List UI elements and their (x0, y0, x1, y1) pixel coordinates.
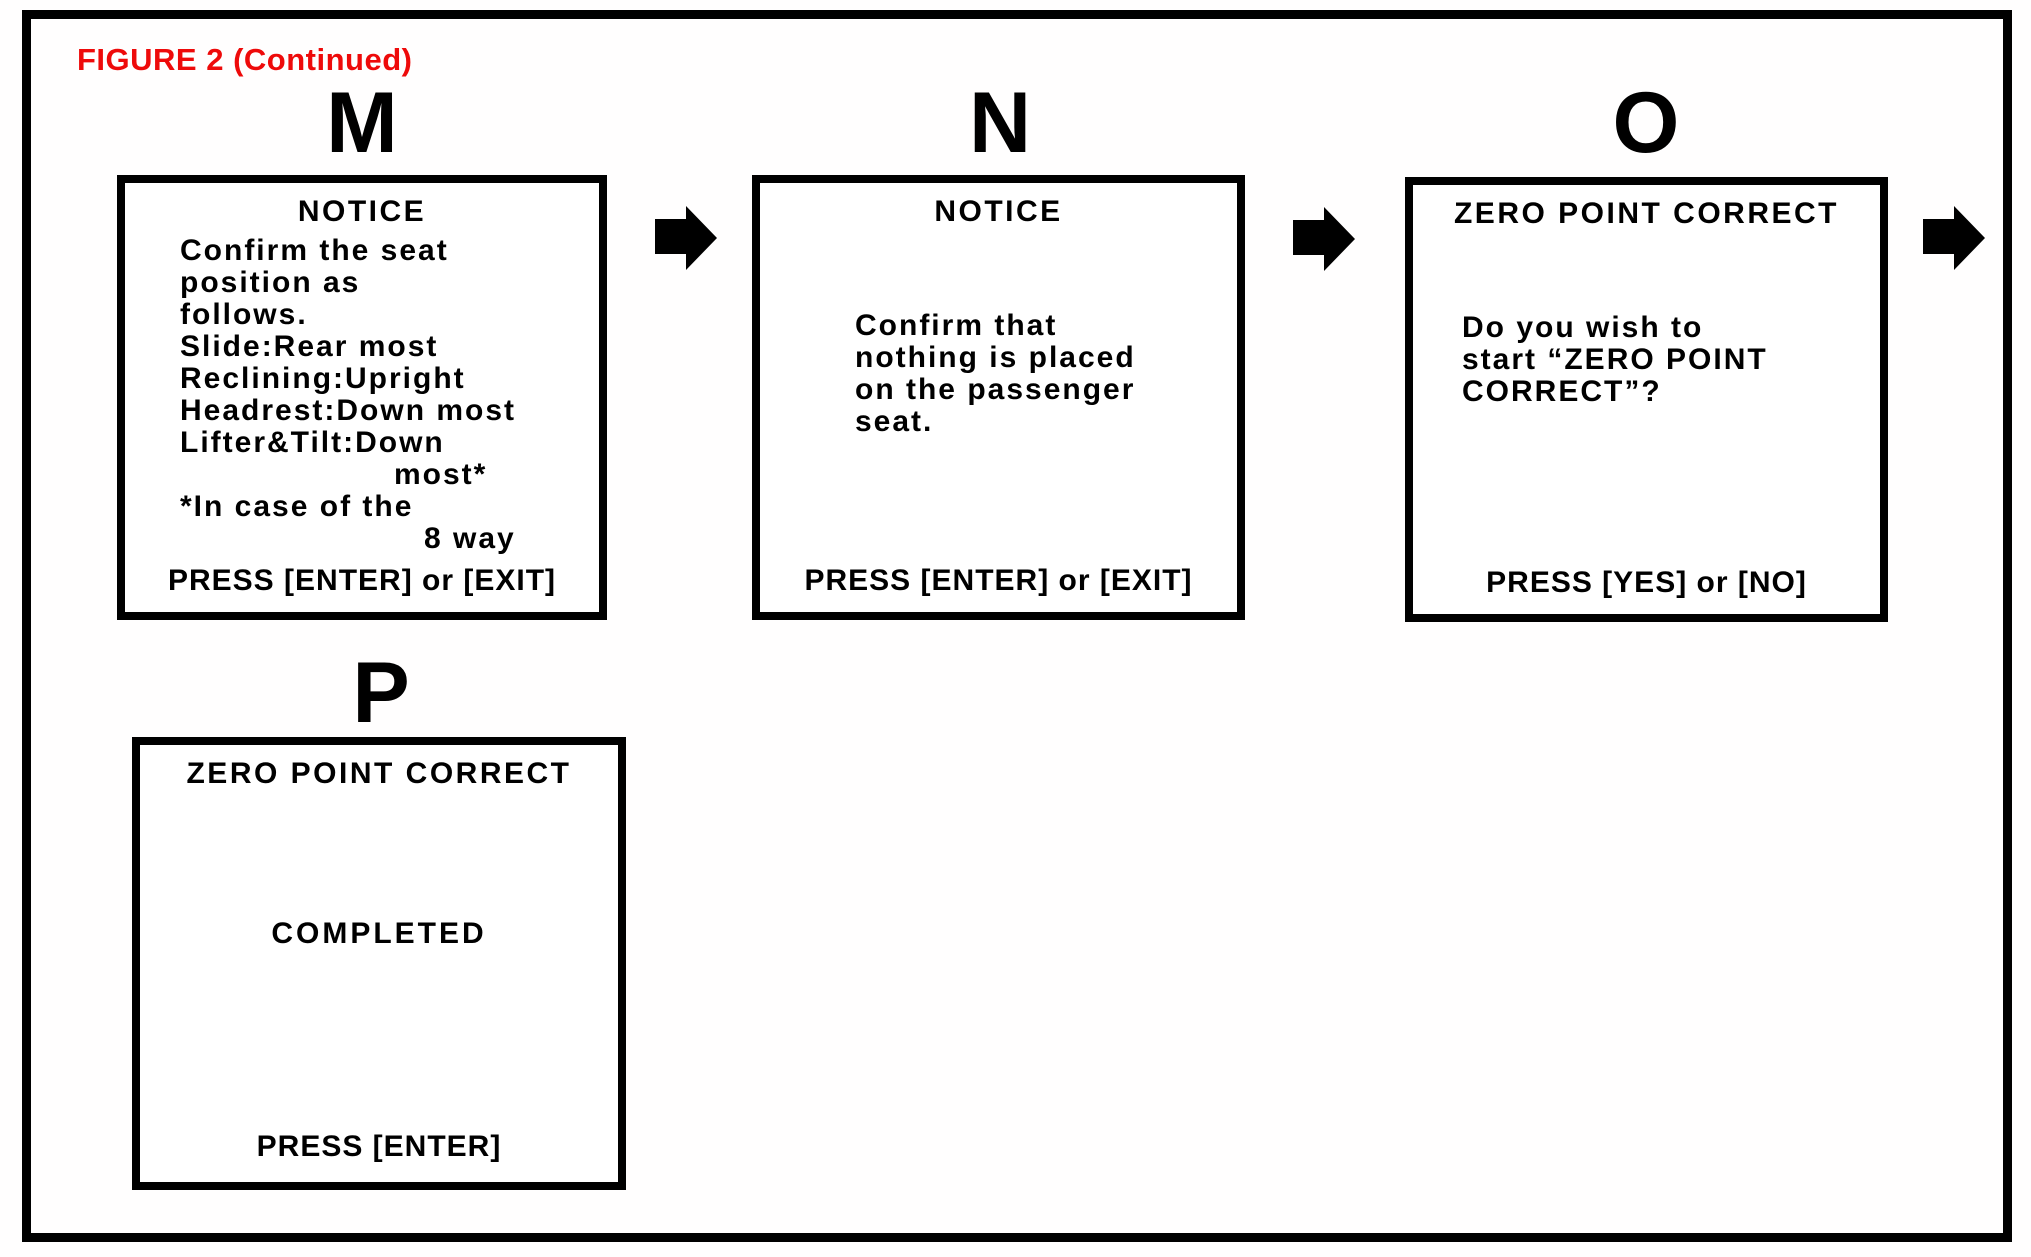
figure-title: FIGURE 2 (Continued) (77, 42, 413, 77)
screen-m-body-line: Slide:Rear most (180, 330, 439, 363)
screen-n-body-line: nothing is placed (855, 341, 1136, 374)
screen-m-body-line: follows. (180, 298, 308, 331)
step-label-p: P (352, 645, 410, 741)
step-label-n: N (968, 75, 1032, 171)
screen-m-body-line: Headrest:Down most (180, 394, 517, 427)
screen-p-status-text: COMPLETED (271, 917, 487, 950)
step-label-m: M (326, 75, 398, 171)
screen-n-body-line: on the passenger (855, 373, 1136, 406)
arrow-right-icon (1923, 203, 1985, 273)
screen-o-body-line: CORRECT”? (1462, 375, 1662, 408)
screen-m-body: Confirm the seat position as follows. Sl… (180, 235, 516, 555)
screen-n-body-line: Confirm that (855, 309, 1058, 342)
screen-m-heading: NOTICE (297, 195, 427, 228)
screen-o-heading: ZERO POINT CORRECT (1453, 197, 1839, 230)
screen-m-body-line: Confirm the seat (180, 234, 449, 267)
screen-n-body-line: seat. (855, 405, 934, 438)
screen-o-footer: PRESS [YES] or [NO] (1486, 566, 1807, 599)
screen-m-body-line: position as (180, 266, 361, 299)
screen-m-body-line: Lifter&Tilt:Down (180, 426, 445, 459)
screen-box-o: ZERO POINT CORRECT Do you wish to start … (1405, 177, 1888, 622)
screen-m-body-line: *In case of the (180, 490, 414, 523)
arrow-right-icon (655, 203, 717, 273)
step-label-o: O (1612, 75, 1680, 171)
screen-n-body: Confirm that nothing is placed on the pa… (855, 310, 1136, 438)
arrow-right-icon (1293, 204, 1355, 274)
screen-m-footer: PRESS [ENTER] or [EXIT] (167, 564, 557, 597)
screen-m-body-line: 8 way (424, 522, 516, 555)
screen-n-footer: PRESS [ENTER] or [EXIT] (804, 564, 1193, 597)
screen-m-body-line: Reclining:Upright (180, 362, 466, 395)
screen-m-body-line: most* (394, 458, 488, 491)
screen-p-footer: PRESS [ENTER] (256, 1130, 502, 1163)
screen-o-body-line: start “ZERO POINT (1462, 343, 1768, 376)
screen-n-heading: NOTICE (934, 195, 1063, 228)
screen-box-n: NOTICE Confirm that nothing is placed on… (752, 175, 1245, 620)
screen-box-p: ZERO POINT CORRECT COMPLETED PRESS [ENTE… (132, 737, 626, 1190)
screen-o-body-line: Do you wish to (1462, 311, 1704, 344)
figure-border-frame (22, 10, 2012, 1242)
screen-box-m: NOTICE Confirm the seat position as foll… (117, 175, 607, 620)
screen-p-heading: ZERO POINT CORRECT (186, 757, 572, 790)
screen-o-body: Do you wish to start “ZERO POINT CORRECT… (1462, 312, 1768, 408)
